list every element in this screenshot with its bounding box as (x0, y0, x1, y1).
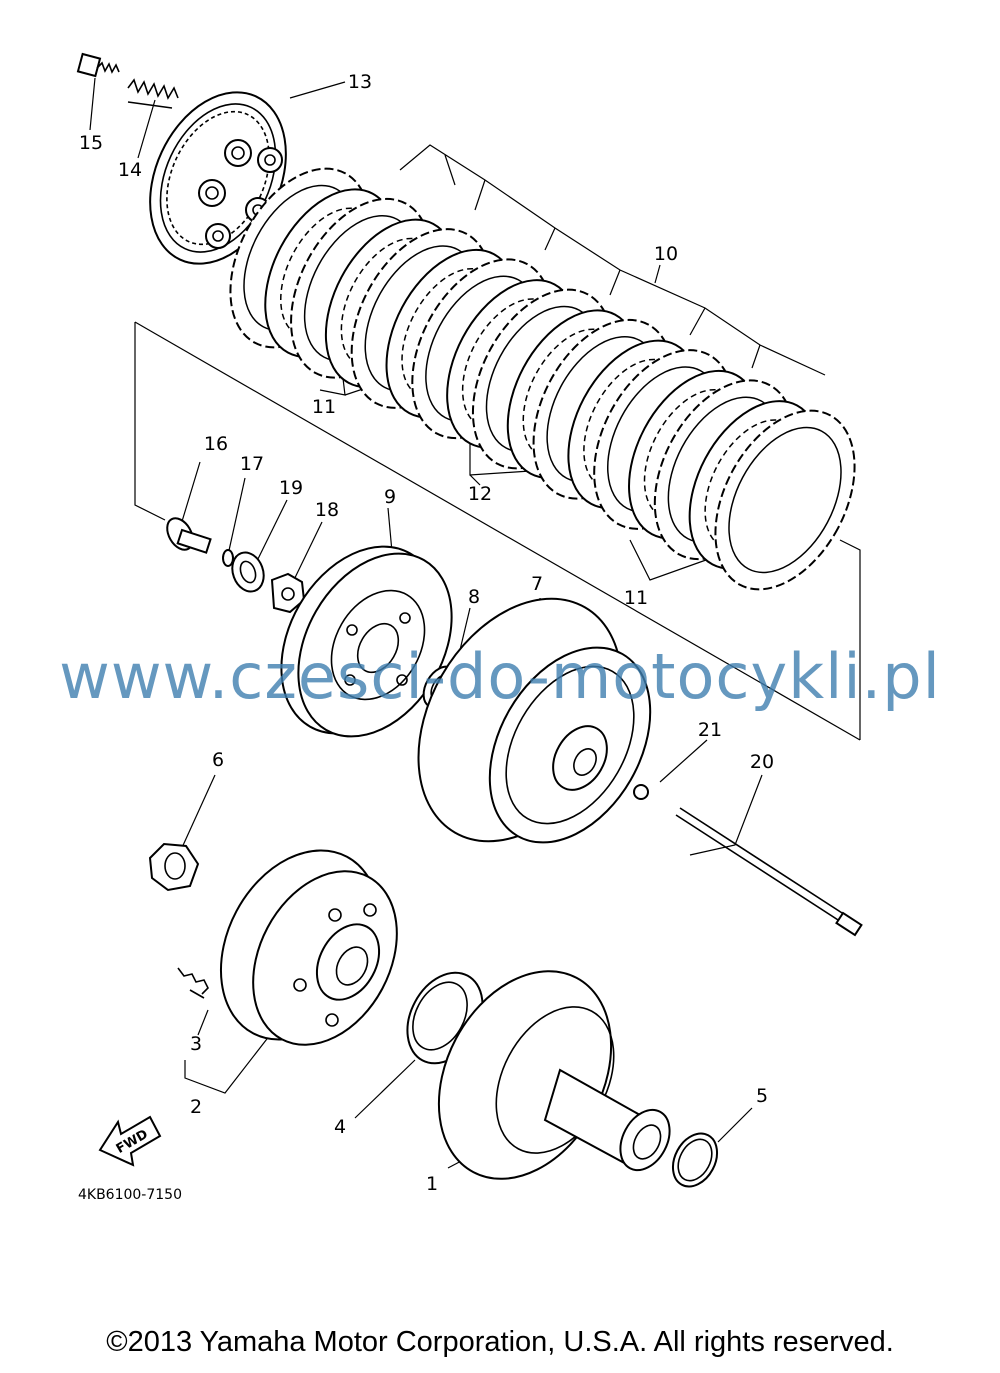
clutch-shoe-assembly (219, 849, 398, 1046)
callout-10: 10 (654, 243, 678, 265)
callout-15: 15 (79, 132, 103, 154)
lock-nut (148, 842, 200, 892)
callout-3: 3 (190, 1033, 202, 1055)
callout-6: 6 (212, 749, 224, 771)
callout-14: 14 (118, 159, 142, 181)
clutch-spring (127, 78, 179, 109)
callout-5: 5 (756, 1085, 768, 1107)
callout-20: 20 (750, 751, 774, 773)
leader-lines (89, 77, 861, 1169)
fwd-arrow-icon: FWD (98, 1115, 162, 1167)
clutch-bolt (76, 52, 120, 78)
callout-9: 9 (384, 486, 396, 508)
callout-21: 21 (698, 719, 722, 741)
callout-11a: 11 (312, 396, 336, 418)
callout-2: 2 (190, 1096, 202, 1118)
callout-19: 19 (279, 477, 303, 499)
primary-drive-gear (437, 970, 671, 1180)
callout-11b: 11 (624, 587, 648, 609)
callout-18: 18 (315, 499, 339, 521)
plate-inner-edge (728, 426, 842, 574)
clutch-boss (417, 597, 652, 844)
callout-4: 4 (334, 1116, 346, 1138)
watermark: www.czesci-do-motocykli.pl (59, 640, 941, 713)
callout-7: 7 (531, 573, 543, 595)
friction-plate (714, 409, 856, 591)
callout-16: 16 (204, 433, 228, 455)
o-ring (671, 1132, 719, 1188)
copyright-notice: ©2013 Yamaha Motor Corporation, U.S.A. A… (106, 1326, 894, 1358)
primary-driven-gear (280, 545, 453, 738)
shoe-spring (177, 967, 209, 999)
callouts: 1 2 3 4 5 6 7 8 9 10 11 11 11 12 13 14 1… (79, 71, 774, 1195)
callout-8: 8 (468, 586, 480, 608)
pressure-plate (149, 91, 287, 265)
callout-13: 13 (348, 71, 372, 93)
push-rod (633, 784, 863, 937)
push-rod-parts (166, 517, 306, 614)
callout-1: 1 (426, 1173, 438, 1195)
part-number: 4KB6100-7150 (78, 1187, 182, 1203)
callout-12: 12 (468, 483, 492, 505)
clutch-plate-stack (229, 167, 856, 591)
callout-17: 17 (240, 453, 264, 475)
